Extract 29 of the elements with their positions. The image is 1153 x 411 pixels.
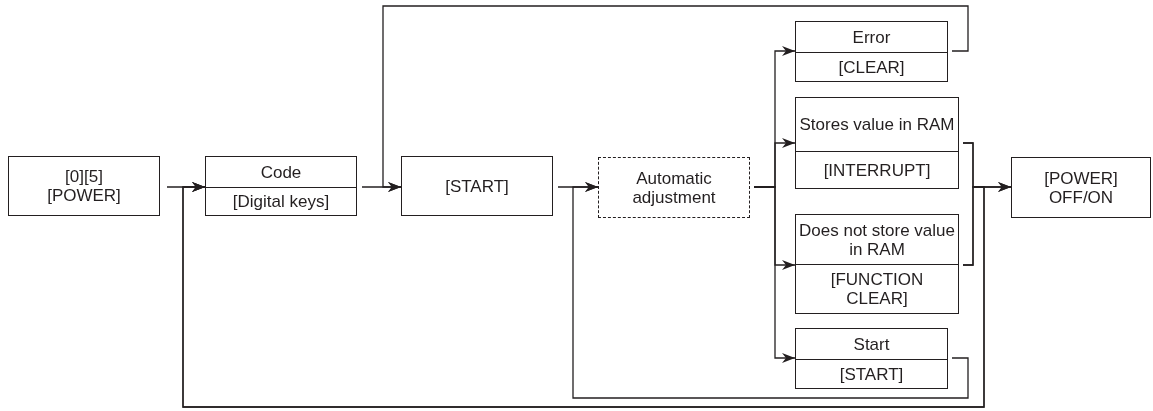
step-box [795, 214, 959, 314]
step-text: [0][5] [64, 167, 104, 186]
step-text: Code [259, 162, 303, 182]
step-box [795, 328, 948, 389]
process-box [598, 157, 750, 218]
step-box [795, 97, 959, 189]
key-box [8, 156, 160, 216]
step-text: Does not store value in RAM [798, 220, 956, 259]
step-text: [START] [444, 176, 510, 196]
step-text: [FUNCTION CLEAR] [829, 270, 925, 308]
step-text: [START] [838, 364, 905, 384]
step-box [205, 156, 357, 216]
step-text: [CLEAR] [837, 57, 906, 77]
step-text: Start [852, 334, 891, 354]
connector-arrow [572, 182, 969, 399]
key-box [401, 156, 553, 216]
step-text: Automatic adjustment [631, 168, 717, 207]
key-box [1011, 157, 1151, 218]
step-text: OFF/ON [1047, 187, 1115, 207]
connector-arrow [753, 186, 796, 363]
step-text: [POWER] [1043, 168, 1119, 188]
connector-arrow [382, 5, 969, 192]
step-box [795, 21, 948, 82]
step-text: Stores value in RAM [798, 115, 956, 134]
step-text: [Digital keys] [231, 192, 331, 211]
step-text: [POWER] [46, 186, 122, 205]
step-text: Error [851, 27, 892, 47]
step-text: [INTERRUPT] [822, 160, 932, 180]
connector-arrow [182, 182, 985, 408]
